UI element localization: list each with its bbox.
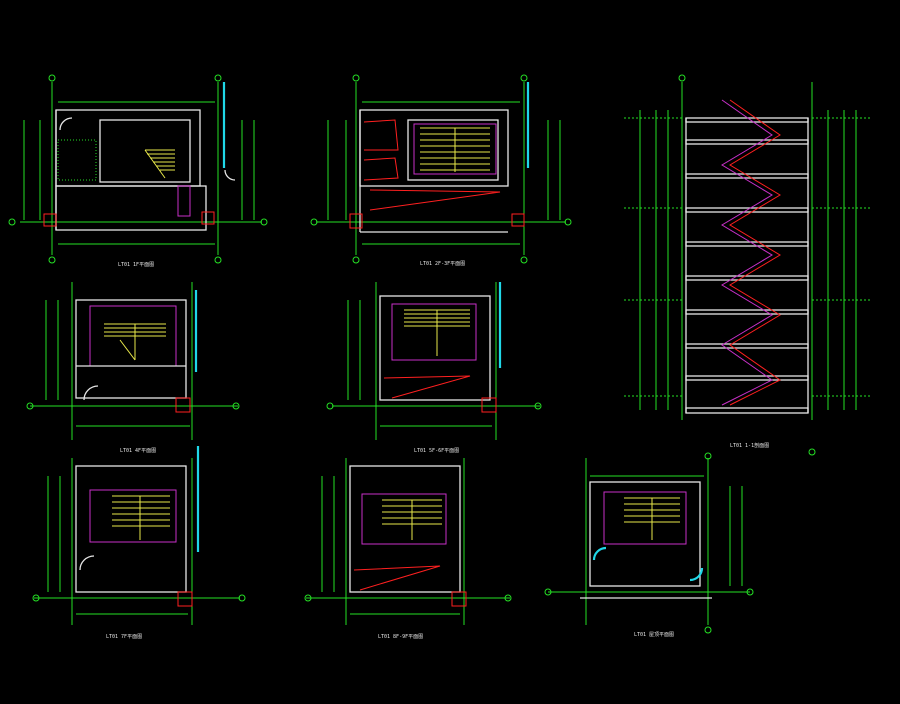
plan-view-4: LT01 4F平面图	[30, 282, 238, 454]
plan-view-1: LT01 1F平面图	[20, 82, 262, 268]
axis-bubbles	[8, 74, 816, 634]
section-view-1-1: LT01 1-1剖面图	[624, 82, 870, 449]
view-title-8: LT01 屋顶平面图	[634, 632, 674, 638]
view-title-1: LT01 1F平面图	[118, 262, 154, 268]
plan-view-2: LT01 2F-3F平面图	[316, 82, 566, 267]
plan-view-5: LT01 5F-6F平面图	[332, 282, 540, 454]
plan-view-7: LT01 8F-9F平面图	[306, 458, 510, 640]
view-title-6: LT01 7F平面图	[106, 634, 142, 640]
view-title-7: LT01 8F-9F平面图	[378, 634, 423, 640]
plan-view-8: LT01 屋顶平面图	[548, 458, 750, 638]
view-title-2: LT01 2F-3F平面图	[420, 261, 465, 267]
plan-view-6: LT01 7F平面图	[34, 446, 240, 640]
view-title-4: LT01 4F平面图	[120, 448, 156, 454]
view-title-5: LT01 5F-6F平面图	[414, 448, 459, 454]
view-title-section: LT01 1-1剖面图	[730, 442, 769, 449]
